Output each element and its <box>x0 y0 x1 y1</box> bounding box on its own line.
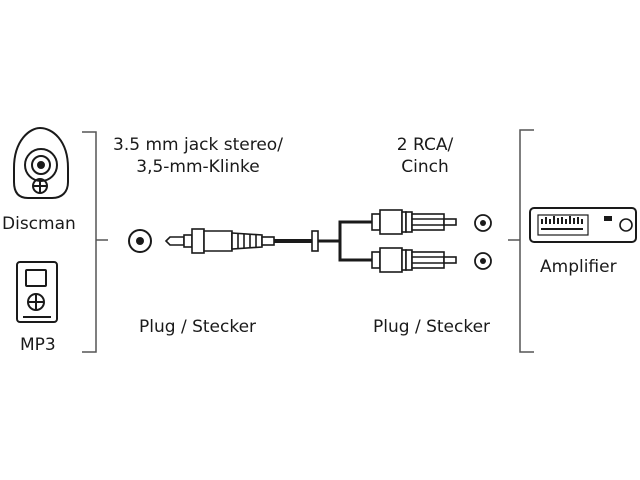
jack-title-line-2: 3,5-mm-Klinke <box>136 157 260 177</box>
rca-title: 2 RCA/ Cinch <box>370 134 480 178</box>
rca-plug-bottom-icon <box>371 247 457 273</box>
jack-title: 3.5 mm jack stereo/ 3,5-mm-Klinke <box>108 134 288 178</box>
jack-plug-icon <box>164 228 275 254</box>
mp3-label: MP3 <box>20 335 56 355</box>
rca-title-line-1: 2 RCA/ <box>396 135 454 155</box>
amplifier-icon <box>529 207 637 243</box>
jack-socket-icon <box>128 229 152 253</box>
rca-socket-top-icon <box>474 214 492 232</box>
mp3-player-icon <box>16 261 58 323</box>
right-bracket <box>508 129 534 353</box>
discman-label: Discman <box>2 214 76 234</box>
cable <box>274 220 372 262</box>
rca-title-line-2: Cinch <box>401 157 449 177</box>
left-bracket <box>82 131 108 353</box>
amplifier-label: Amplifier <box>540 257 617 277</box>
right-plug-label: Plug / Stecker <box>373 317 491 337</box>
left-plug-label: Plug / Stecker <box>139 317 257 337</box>
rca-socket-bottom-icon <box>474 252 492 270</box>
jack-title-line-1: 3.5 mm jack stereo/ <box>113 135 283 155</box>
rca-plug-top-icon <box>371 209 457 235</box>
discman-icon <box>13 126 69 199</box>
